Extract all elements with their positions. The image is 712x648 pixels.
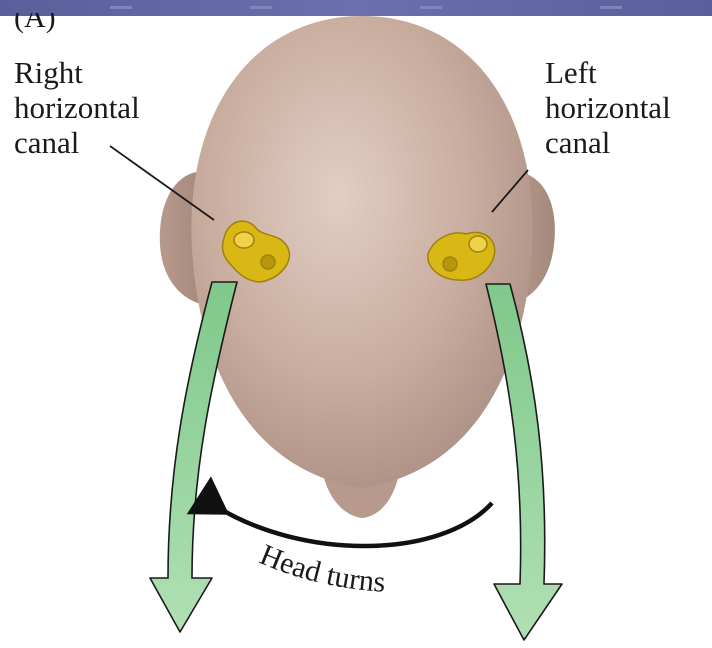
right-canal-flow-arrow — [150, 282, 237, 632]
left-horizontal-canal-label: Left horizontal canal — [545, 55, 671, 160]
right-horizontal-canal-label: Right horizontal canal — [14, 55, 140, 160]
